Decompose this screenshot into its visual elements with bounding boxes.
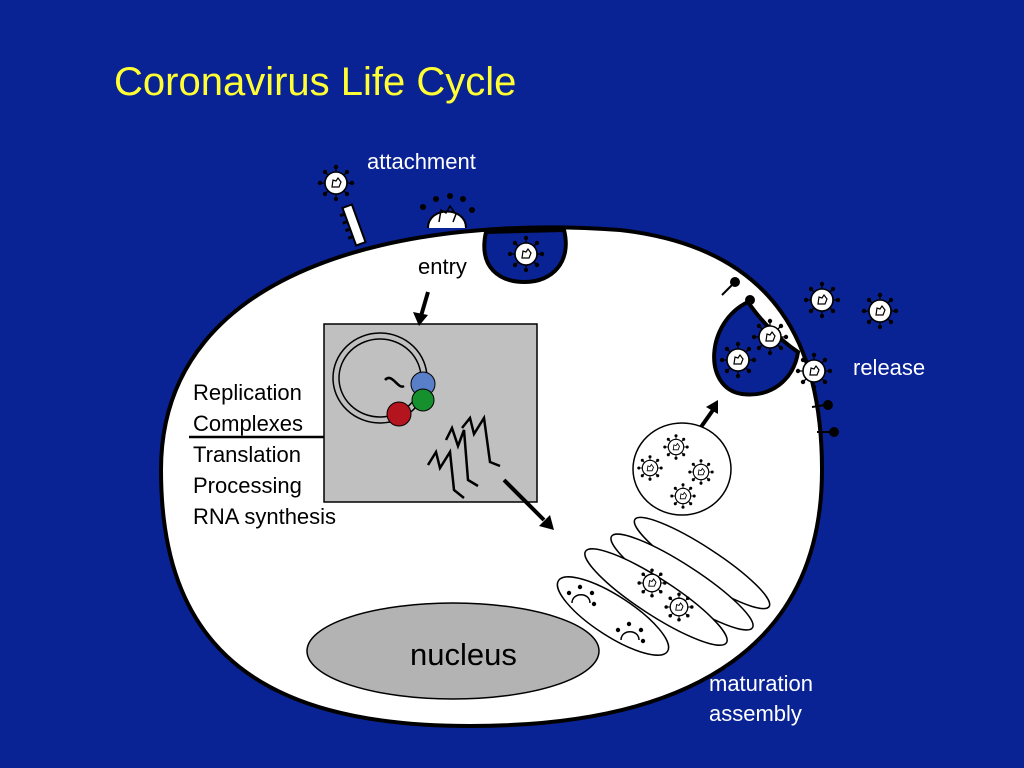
label-processing: Processing bbox=[193, 473, 302, 498]
label-release: release bbox=[853, 355, 926, 380]
receptor-icon bbox=[339, 203, 367, 247]
label-process-list: Replication Complexes Translation Proces… bbox=[193, 377, 336, 532]
fusing-virion-icon bbox=[420, 193, 475, 229]
label-assembly: assembly bbox=[709, 701, 802, 726]
label-complexes: Complexes bbox=[193, 411, 304, 436]
entry-arrow bbox=[413, 291, 430, 326]
label-replication: Replication bbox=[193, 380, 302, 405]
released-virion-icon bbox=[802, 280, 842, 320]
label-translation: Translation bbox=[193, 442, 302, 467]
label-maturation: maturation bbox=[709, 671, 813, 696]
nucleus bbox=[306, 602, 600, 700]
rna-strands bbox=[426, 414, 501, 499]
transport-arrow bbox=[502, 478, 554, 530]
transport-vesicle bbox=[632, 422, 732, 516]
released-virion-icon bbox=[860, 291, 900, 331]
release-arrow bbox=[699, 400, 718, 429]
label-entry: entry bbox=[418, 254, 467, 279]
slide-title: Coronavirus Life Cycle bbox=[114, 60, 517, 104]
budding-virion-icon bbox=[566, 584, 597, 607]
complex-green-icon bbox=[411, 388, 435, 412]
replication-box bbox=[323, 323, 538, 503]
label-attachment: attachment bbox=[367, 149, 476, 174]
membrane-spikes bbox=[721, 277, 839, 437]
budding-virion-icon bbox=[615, 621, 646, 644]
label-nucleus: nucleus bbox=[410, 637, 517, 672]
attaching-virion-icon bbox=[316, 164, 356, 202]
label-maturation-assembly: maturation assembly bbox=[709, 669, 813, 729]
label-rna-synthesis: RNA synthesis bbox=[193, 504, 337, 529]
complex-red-icon bbox=[386, 401, 412, 427]
